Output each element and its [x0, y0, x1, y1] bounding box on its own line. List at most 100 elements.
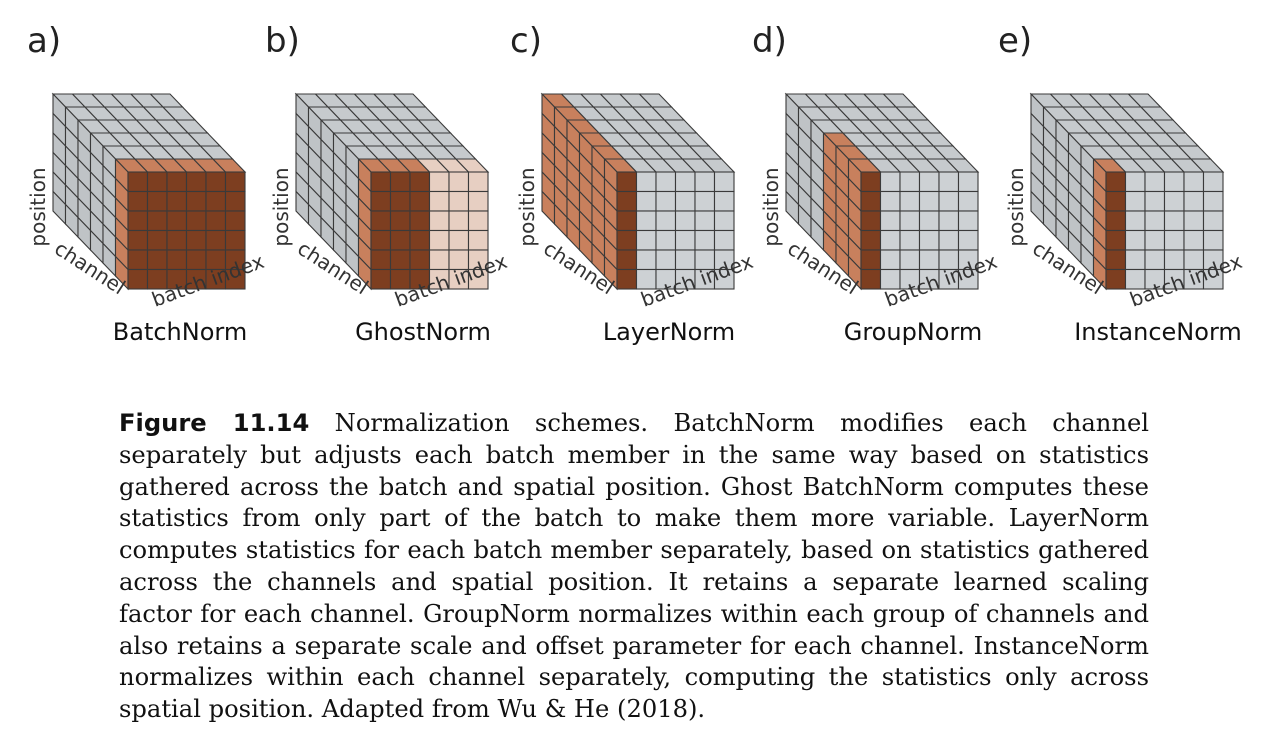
front-cell	[1202, 229, 1224, 251]
front-cell	[127, 190, 149, 212]
front-cell	[635, 190, 657, 212]
panel-letter: a)	[27, 21, 61, 61]
front-cell	[428, 190, 450, 212]
front-cell	[1105, 210, 1127, 232]
front-cell	[205, 171, 227, 193]
front-cell	[635, 171, 657, 193]
front-cell	[166, 249, 188, 271]
norm-name: GhostNorm	[355, 318, 491, 346]
front-cell	[899, 171, 921, 193]
front-cell	[713, 210, 735, 232]
position-axis-label: position	[269, 167, 293, 246]
front-cell	[1183, 229, 1205, 251]
front-cell	[409, 190, 431, 212]
front-cell	[389, 190, 411, 212]
front-cell	[635, 249, 657, 271]
figure-label: Figure 11.14	[119, 409, 310, 437]
front-cell	[694, 210, 716, 232]
front-cell	[409, 210, 431, 232]
front-cell	[1183, 171, 1205, 193]
front-cell	[879, 229, 901, 251]
front-cell	[957, 171, 979, 193]
front-cell	[370, 171, 392, 193]
front-cell	[224, 268, 246, 290]
front-cell	[674, 229, 696, 251]
position-axis-label: position	[515, 167, 539, 246]
front-cell	[899, 190, 921, 212]
front-cell	[448, 171, 470, 193]
front-cell	[1105, 249, 1127, 271]
front-cell	[938, 190, 960, 212]
front-cell	[1202, 210, 1224, 232]
front-cell	[860, 268, 882, 290]
front-cell	[616, 249, 638, 271]
front-cell	[918, 249, 940, 271]
front-cell	[428, 210, 450, 232]
front-cell	[1163, 249, 1185, 271]
front-cell	[185, 249, 207, 271]
front-cell	[1105, 190, 1127, 212]
front-cell	[957, 268, 979, 290]
panel-letter: b)	[265, 21, 300, 61]
front-cell	[370, 210, 392, 232]
front-cell	[146, 190, 168, 212]
caption-text: Normalization schemes. BatchNorm modifie…	[119, 409, 1150, 724]
front-cell	[146, 210, 168, 232]
front-cell	[616, 210, 638, 232]
front-cell	[409, 229, 431, 251]
front-cell	[899, 249, 921, 271]
front-cell	[860, 210, 882, 232]
front-cell	[127, 229, 149, 251]
front-cell	[899, 210, 921, 232]
front-cell	[694, 229, 716, 251]
front-cell	[1163, 190, 1185, 212]
front-cell	[1124, 249, 1146, 271]
front-cell	[146, 229, 168, 251]
front-cell	[616, 190, 638, 212]
front-cell	[860, 249, 882, 271]
front-cell	[918, 190, 940, 212]
front-cell	[205, 190, 227, 212]
norm-name: GroupNorm	[844, 318, 983, 346]
front-cell	[127, 210, 149, 232]
front-cell	[674, 210, 696, 232]
front-cell	[1105, 171, 1127, 193]
front-cell	[428, 229, 450, 251]
panel-letter: e)	[998, 21, 1032, 61]
front-cell	[185, 229, 207, 251]
front-cell	[1124, 229, 1146, 251]
front-cell	[370, 229, 392, 251]
position-axis-label: position	[1004, 167, 1028, 246]
position-axis-label: position	[759, 167, 783, 246]
norm-name: InstanceNorm	[1074, 318, 1242, 346]
front-cell	[655, 190, 677, 212]
front-cell	[674, 190, 696, 212]
front-cell	[1183, 210, 1205, 232]
front-cell	[467, 190, 489, 212]
front-cell	[1144, 210, 1166, 232]
front-cell	[694, 171, 716, 193]
front-cell	[389, 171, 411, 193]
front-cell	[224, 171, 246, 193]
front-cell	[370, 249, 392, 271]
front-cell	[448, 229, 470, 251]
front-cell	[127, 249, 149, 271]
front-cell	[860, 229, 882, 251]
front-cell	[1144, 171, 1166, 193]
front-cell	[938, 229, 960, 251]
front-cell	[146, 171, 168, 193]
front-cell	[1105, 229, 1127, 251]
front-cell	[166, 229, 188, 251]
front-cell	[1124, 171, 1146, 193]
front-cell	[879, 210, 901, 232]
front-cell	[938, 171, 960, 193]
front-cell	[674, 171, 696, 193]
figure-caption: Figure 11.14 Normalization schemes. Batc…	[119, 408, 1149, 726]
front-cell	[713, 268, 735, 290]
front-cell	[1163, 171, 1185, 193]
front-cell	[1144, 229, 1166, 251]
